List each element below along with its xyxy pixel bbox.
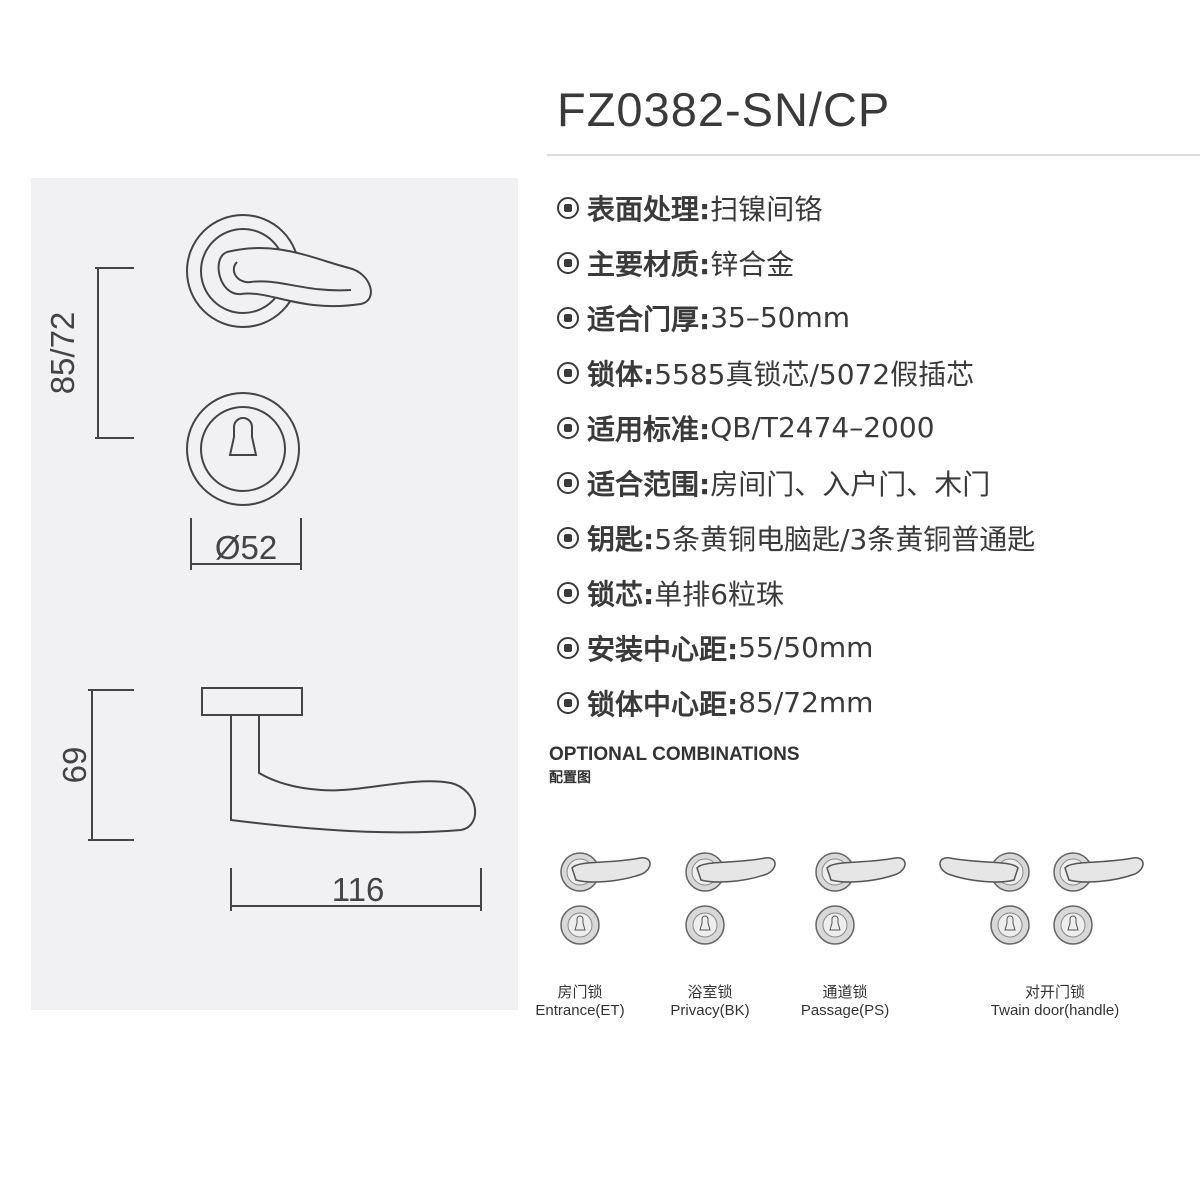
optional-combinations-subtitle: 配置图 <box>549 770 591 786</box>
spec-list: 表面处理: 扫镍间铬 主要材质: 锌合金 适合门厚: 35–50mm 锁体: 5… <box>557 180 1035 730</box>
standard-icon <box>557 416 579 439</box>
spec-key: 锁芯: <box>587 577 655 611</box>
caption-cn: 对开门锁 <box>1024 984 1085 1001</box>
combo-passage <box>815 852 906 892</box>
spec-value: 85/72mm <box>738 686 874 719</box>
spec-key: 主要材质: <box>587 247 711 281</box>
combo-passage-rosette <box>815 905 855 945</box>
spec-door-thickness: 适合门厚: 35–50mm <box>557 290 1035 345</box>
spec-value: 单排6粒珠 <box>654 577 785 611</box>
technical-drawing: 85/72 Ø52 69 116 <box>44 214 482 911</box>
key-icon <box>557 526 579 549</box>
caption-en: Entrance(ET) <box>535 1002 625 1019</box>
combo-caption-passage: 通道锁 Passage(PS) <box>790 984 900 1020</box>
spec-lock-distance: 锁体中心距: 85/72mm <box>557 675 1035 730</box>
caption-cn: 通道锁 <box>822 984 868 1001</box>
combo-privacy <box>685 852 776 892</box>
combo-twain-left <box>939 852 1030 892</box>
caption-cn: 房门锁 <box>557 984 603 1001</box>
spec-key: 适合门厚: <box>587 302 711 336</box>
spec-standard: 适用标准: QB/T2474–2000 <box>557 400 1035 455</box>
escutcheon-inner-circle <box>200 406 286 492</box>
combo-twain-left-rosette <box>990 905 1030 945</box>
surface-icon <box>557 196 579 219</box>
spec-value: QB/T2474–2000 <box>710 411 935 444</box>
door-thickness-icon <box>557 306 579 329</box>
material-icon <box>557 251 579 274</box>
spec-keys: 钥匙: 5条黄铜电脑匙/3条黄铜普通匙 <box>557 510 1035 565</box>
spec-scope: 适合范围: 房间门、入户门、木门 <box>557 455 1035 510</box>
combo-caption-privacy: 浴室锁 Privacy(BK) <box>660 984 760 1020</box>
spec-key: 安装中心距: <box>587 632 739 666</box>
spec-value: 55/50mm <box>738 631 874 664</box>
dim-height-label: 85/72 <box>44 312 81 395</box>
spec-value: 5条黄铜电脑匙/3条黄铜普通匙 <box>654 522 1036 556</box>
optional-combinations-title: OPTIONAL COMBINATIONS <box>549 744 800 765</box>
spec-value: 35–50mm <box>710 301 851 334</box>
spec-value: 扫镍间铬 <box>710 192 823 226</box>
spec-surface: 表面处理: 扫镍间铬 <box>557 180 1035 235</box>
rose-side-view <box>201 687 303 716</box>
cylinder-hole <box>228 417 258 456</box>
spec-key: 锁体中心距: <box>587 687 739 721</box>
lock-distance-icon <box>557 691 579 714</box>
product-model-title: FZ0382-SN/CP <box>557 83 891 136</box>
combo-twain-right-rosette <box>1053 905 1093 945</box>
scope-icon <box>557 471 579 494</box>
spec-key: 适合范围: <box>587 467 711 501</box>
spec-lock-core: 锁芯: 单排6粒珠 <box>557 565 1035 620</box>
lever-side-view <box>230 715 477 834</box>
combo-privacy-rosette <box>685 905 725 945</box>
lever-top-view <box>217 247 372 308</box>
spec-key: 钥匙: <box>587 522 655 556</box>
technical-drawing-panel: 85/72 Ø52 69 116 <box>31 178 518 1010</box>
spec-value: 5585真锁芯/5072假插芯 <box>654 357 975 391</box>
lock-body-icon <box>557 361 579 384</box>
spec-key: 适用标准: <box>587 412 711 446</box>
spec-install-distance: 安装中心距: 55/50mm <box>557 620 1035 675</box>
dim-diameter-label: Ø52 <box>215 529 277 566</box>
spec-value: 房间门、入户门、木门 <box>710 467 991 501</box>
spec-key: 表面处理: <box>587 192 711 226</box>
spec-key: 锁体: <box>587 357 655 391</box>
spec-value: 锌合金 <box>710 247 795 281</box>
install-distance-icon <box>557 636 579 659</box>
caption-en: Passage(PS) <box>800 1002 890 1019</box>
spec-material: 主要材质: 锌合金 <box>557 235 1035 290</box>
spec-lock-body: 锁体: 5585真锁芯/5072假插芯 <box>557 345 1035 400</box>
caption-en: Twain door(handle) <box>990 1002 1120 1019</box>
lever-inner-line <box>232 261 352 292</box>
caption-en: Privacy(BK) <box>670 1002 750 1019</box>
combo-caption-twain: 对开门锁 Twain door(handle) <box>975 984 1135 1020</box>
dim-side-height-label: 69 <box>56 747 93 784</box>
lock-core-icon <box>557 581 579 604</box>
combo-entrance <box>560 852 651 892</box>
combo-twain-right <box>1053 852 1144 892</box>
combination-illustrations <box>560 852 1144 945</box>
escutcheon-outer-circle <box>186 392 300 506</box>
combo-entrance-rosette <box>560 905 600 945</box>
caption-cn: 浴室锁 <box>687 984 733 1001</box>
combo-caption-entrance: 房门锁 Entrance(ET) <box>530 984 630 1020</box>
dim-length-label: 116 <box>332 871 385 908</box>
title-divider <box>547 154 1200 156</box>
